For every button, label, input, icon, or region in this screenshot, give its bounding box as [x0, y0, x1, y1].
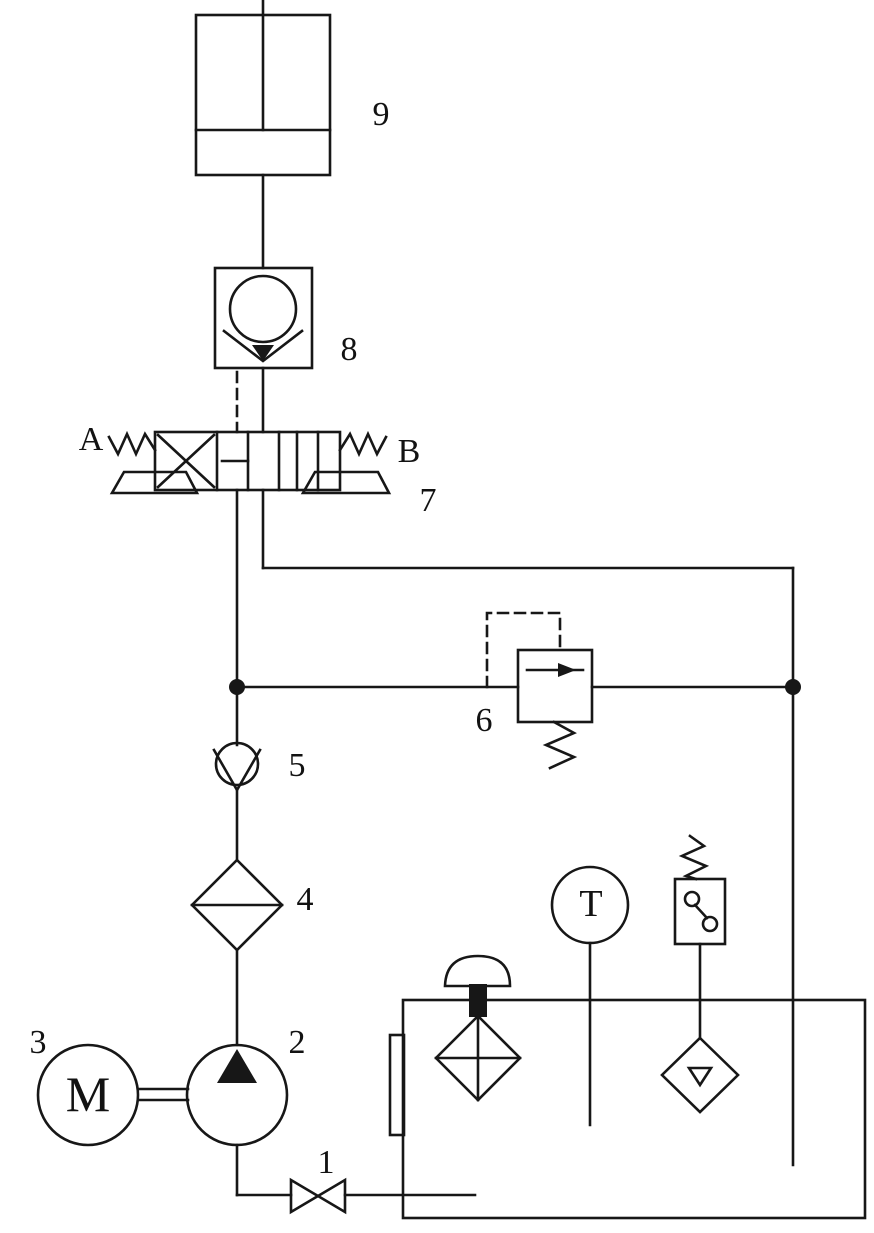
label-check-valve: 5	[288, 747, 306, 784]
motor-symbol-shape	[36, 1043, 190, 1147]
motor-letter: M	[65, 1066, 111, 1122]
label-motor: 3	[29, 1024, 47, 1061]
label-shutoff-valve: 1	[317, 1144, 335, 1181]
label-directional-valve: 7	[419, 482, 437, 519]
pilot-check-valve-symbol	[213, 266, 314, 434]
label-pump: 2	[288, 1024, 306, 1061]
label-solenoid-b: B	[397, 433, 421, 470]
junction-dot	[785, 679, 801, 695]
label-filter: 4	[296, 881, 314, 918]
breather-filler-symbol	[434, 954, 522, 1102]
spring-icon	[542, 720, 578, 770]
label-solenoid-a: A	[78, 421, 104, 458]
piping	[229, 488, 801, 1167]
spring-left-icon	[107, 430, 157, 458]
relief-valve-symbol	[485, 611, 594, 770]
label-pilot-check-valve: 8	[340, 331, 358, 368]
check-valve-symbol	[212, 741, 262, 793]
label-cylinder: 9	[372, 96, 390, 133]
level-switch-symbol	[660, 834, 740, 1114]
spring-icon	[678, 834, 710, 881]
tank-symbol	[388, 998, 867, 1220]
spring-right-icon	[338, 430, 388, 458]
thermometer-symbol-shape	[550, 865, 630, 1127]
junction-dot	[229, 679, 245, 695]
pump-symbol	[185, 948, 289, 1197]
shutoff-valve-symbol	[235, 1177, 477, 1215]
filter-symbol	[190, 858, 284, 952]
label-relief-valve: 6	[475, 702, 493, 739]
cylinder-symbol	[194, 0, 332, 270]
thermometer-letter: T	[579, 883, 603, 925]
directional-valve-symbol	[107, 430, 392, 495]
